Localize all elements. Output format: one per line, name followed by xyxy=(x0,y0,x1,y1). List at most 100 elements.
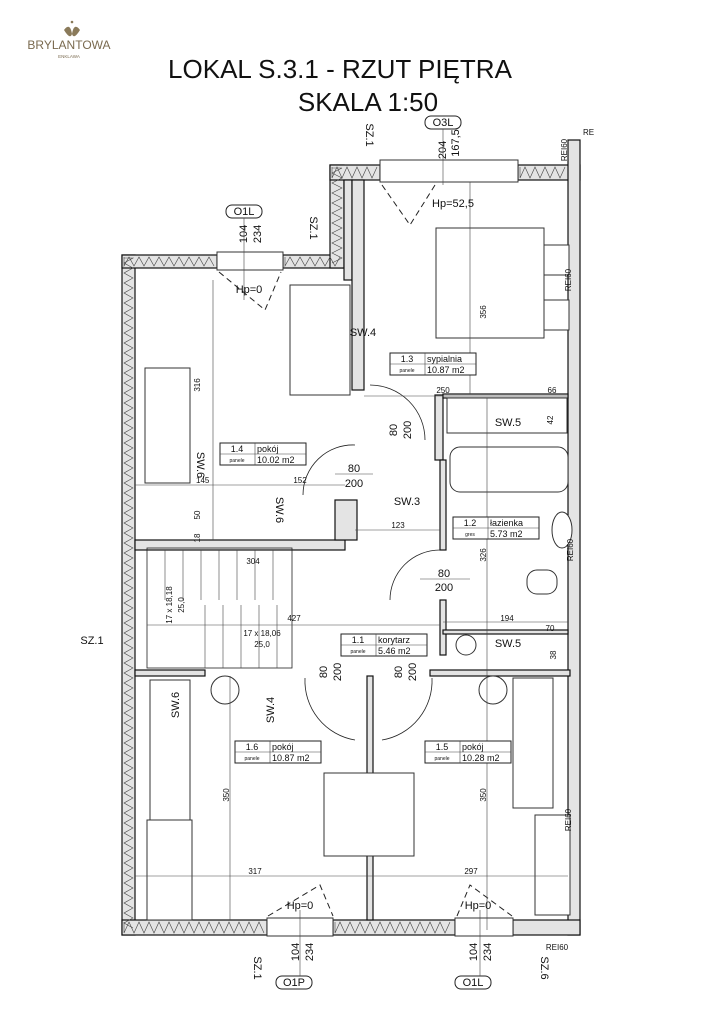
wardrobe-1-3 xyxy=(446,397,568,434)
room-area: 10.87 m2 xyxy=(427,365,465,375)
room-label-1-1: 1.1 korytarz panele 5.46 m2 xyxy=(340,633,428,657)
windows-top-h2: 167,5 xyxy=(450,129,462,157)
walls-rei60: REI60 xyxy=(566,538,575,561)
doors-w: 80 xyxy=(393,666,405,678)
staircase xyxy=(146,547,293,669)
stairs-a2: 25,0 xyxy=(177,597,186,613)
insulation-zigzag xyxy=(123,257,135,929)
room-label-1-3: 1.3 sypialnia panele 10.87 m2 xyxy=(389,352,477,376)
window-openings xyxy=(216,159,519,937)
scale-label: SKALA 1:50 xyxy=(298,87,438,117)
windows-bottom_right-tag: O1L xyxy=(463,977,484,989)
window-tag-o1p: O1P 104 234 Hp=0 xyxy=(275,900,316,990)
room-floor: panele xyxy=(350,649,365,655)
window-tag-o3l: O3L 204 167,5 Hp=52,5 xyxy=(424,115,474,210)
room-floor: panele xyxy=(244,756,259,762)
insulation-zigzag xyxy=(123,921,265,934)
walls-sw6: SW.6 xyxy=(273,497,285,523)
dims-d304: 304 xyxy=(246,557,260,566)
doors-w: 80 xyxy=(388,424,400,436)
dims-d38: 38 xyxy=(549,650,558,659)
dims-d250: 250 xyxy=(436,386,450,395)
windows-bottom_left-hp: Hp=0 xyxy=(287,900,314,912)
dims-d18: 18 xyxy=(193,533,202,542)
dims-d326: 326 xyxy=(479,548,488,562)
doors-h: 200 xyxy=(402,421,414,439)
window-tag-o1l-top: O1L 104 234 Hp=0 xyxy=(225,204,264,300)
wardrobe-1-5 xyxy=(534,814,571,916)
room-number: 1.5 xyxy=(436,742,449,752)
doors-h: 200 xyxy=(345,478,363,490)
wall-type-labels: SZ.1 SZ.1 SZ.1 SZ.1 SZ.6 SW.4 SW.4 SW.3 … xyxy=(80,123,594,979)
windows-bottom_right-h1: 104 xyxy=(468,943,480,961)
windows-bottom_left-tag: O1P xyxy=(283,977,305,989)
dims-d42: 42 xyxy=(546,415,555,424)
logo-sub: ENKLAWA xyxy=(58,54,80,59)
insulation-hatch xyxy=(123,166,566,934)
dims-d427: 427 xyxy=(287,614,301,623)
single-bed-1-6 xyxy=(149,679,191,821)
doors-h: 200 xyxy=(407,663,419,681)
walls-sw6: SW.6 xyxy=(170,692,182,718)
walls-sz1: SZ.1 xyxy=(307,216,319,239)
single-bed-1-5 xyxy=(512,677,554,809)
room-label-1-4: 1.4 pokój panele 10.02 m2 xyxy=(219,442,307,466)
dims-d317: 317 xyxy=(248,867,262,876)
room-name: łazienka xyxy=(490,518,523,528)
walls-sw6: SW.6 xyxy=(194,452,206,478)
windows-bottom_left-h1: 104 xyxy=(290,943,302,961)
doors-w: 80 xyxy=(438,568,450,580)
dims-d152: 152 xyxy=(293,476,307,485)
windows-left_top-hp: Hp=0 xyxy=(236,284,263,296)
walls-sz1: SZ.1 xyxy=(251,956,263,979)
room-label-1-2: 1.2 łazienka gres 5.73 m2 xyxy=(452,516,540,540)
door-labels: 80 200 80 200 80 200 80 200 80 200 xyxy=(318,421,470,681)
wardrobe-1-6 xyxy=(146,819,193,921)
windows-top-tag: O3L xyxy=(433,117,454,129)
room-number: 1.1 xyxy=(352,635,365,645)
dims-d350: 350 xyxy=(222,788,231,802)
insulation-zigzag xyxy=(331,167,343,264)
walls-sz1: SZ.1 xyxy=(363,123,375,146)
room-area: 10.02 m2 xyxy=(257,455,295,465)
dims-d356: 356 xyxy=(479,305,488,319)
room-number: 1.2 xyxy=(464,518,477,528)
room-number: 1.3 xyxy=(401,354,414,364)
walls-rei60: REI60 xyxy=(560,138,569,161)
room-number: 1.6 xyxy=(246,742,259,752)
dims-d350: 350 xyxy=(479,788,488,802)
room-area: 5.73 m2 xyxy=(490,529,523,539)
room-name: pokój xyxy=(257,444,279,454)
insulation-zigzag xyxy=(334,921,451,934)
windows-bottom_right-hp: Hp=0 xyxy=(465,900,492,912)
dims-d50: 50 xyxy=(193,510,202,519)
wardrobe-1-4 xyxy=(144,367,191,484)
windows-left_top-tag: O1L xyxy=(234,206,255,218)
walls-rei60: REI60 xyxy=(564,808,573,831)
doors-h: 200 xyxy=(332,663,344,681)
walls-re: RE xyxy=(583,128,594,137)
double-bed xyxy=(435,227,545,339)
windows-top-h1: 204 xyxy=(437,141,449,159)
room-floor: panele xyxy=(399,368,414,374)
dims-d316: 316 xyxy=(193,378,202,392)
room-label-1-6: 1.6 pokój panele 10.87 m2 xyxy=(234,740,322,764)
door-swings xyxy=(302,384,441,741)
stairs-b2: 25,0 xyxy=(254,640,270,649)
windows-top-hp: Hp=52,5 xyxy=(432,198,474,210)
furniture xyxy=(144,227,573,921)
walls-sz6: SZ.6 xyxy=(538,956,550,979)
room-area: 10.87 m2 xyxy=(272,753,310,763)
stairs-a1: 17 x 18,18 xyxy=(165,586,174,624)
dimension-lines xyxy=(135,182,568,930)
insulation-zigzag xyxy=(331,166,378,179)
room-name: korytarz xyxy=(378,635,411,645)
walls-sw4: SW.4 xyxy=(265,697,277,723)
stair-labels: 17 x 18,18 25,0 17 x 18,06 25,0 xyxy=(165,586,281,649)
stairs-b1: 17 x 18,06 xyxy=(243,629,281,638)
desk xyxy=(323,772,415,857)
bathtub xyxy=(449,446,569,493)
room-name: pokój xyxy=(272,742,294,752)
windows-bottom_right-h2: 234 xyxy=(482,943,494,961)
